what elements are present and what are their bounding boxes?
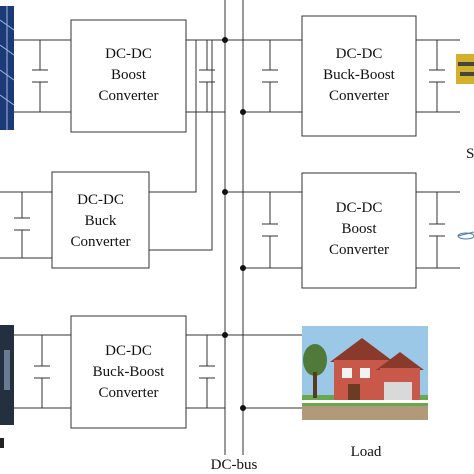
- converter-buck: [51, 171, 150, 269]
- converter-2-line-3: Converter: [71, 234, 131, 250]
- converter-1-line-3: Converter: [99, 88, 159, 104]
- converter-5-output-wiring: [416, 191, 460, 269]
- converter-buck-boost-2: [301, 15, 417, 137]
- converter-boost-2: [301, 172, 417, 289]
- dc-bus-label: DC-bus: [211, 457, 258, 473]
- converter-4-line-2: Buck-Boost: [323, 67, 396, 83]
- converter-3-output-wiring: [186, 334, 243, 409]
- converter-1-line-1: DC-DC: [105, 46, 152, 62]
- converter-4-line-3: Converter: [329, 88, 389, 104]
- converter-5-line-3: Converter: [329, 242, 389, 258]
- converter-4-output-wiring: [416, 39, 460, 113]
- converter-4-line-1: DC-DC: [336, 46, 383, 62]
- device-icon: [457, 231, 474, 240]
- load-label: Load: [351, 444, 382, 460]
- battery-storage-icon: [456, 54, 474, 84]
- converter-4-input-wiring: [225, 39, 302, 113]
- converter-5-input-wiring: [225, 191, 302, 269]
- cropped-label-s: S: [466, 146, 474, 162]
- load-wiring: [225, 334, 302, 409]
- converter-5-line-2: Boost: [341, 221, 377, 237]
- house-load-icon: [302, 326, 428, 420]
- converter-3-line-1: DC-DC: [105, 343, 152, 359]
- converter-boost-1: [70, 19, 187, 133]
- dc-bus: [224, 0, 244, 455]
- cropped-label-fragment: [0, 438, 4, 448]
- converter-1-line-2: Boost: [111, 67, 147, 83]
- converter-2-line-1: DC-DC: [77, 192, 124, 208]
- converter-buck-boost-1: [70, 315, 187, 429]
- converter-1-output-wiring: [186, 39, 243, 113]
- converter-3-input-wiring: [14, 334, 71, 409]
- converter-2-line-2: Buck: [85, 213, 117, 229]
- bus-junction-nodes: [222, 37, 246, 411]
- solar-panel-icon: [0, 6, 15, 130]
- converter-3-line-3: Converter: [99, 385, 159, 401]
- converter-3-line-2: Buck-Boost: [93, 364, 166, 380]
- energy-source-image-icon: [0, 325, 14, 425]
- converter-2-output-wiring: [149, 40, 213, 251]
- converter-2-input-wiring: [0, 191, 52, 259]
- solar-input-wiring: [14, 39, 71, 113]
- converter-5-line-1: DC-DC: [336, 200, 383, 216]
